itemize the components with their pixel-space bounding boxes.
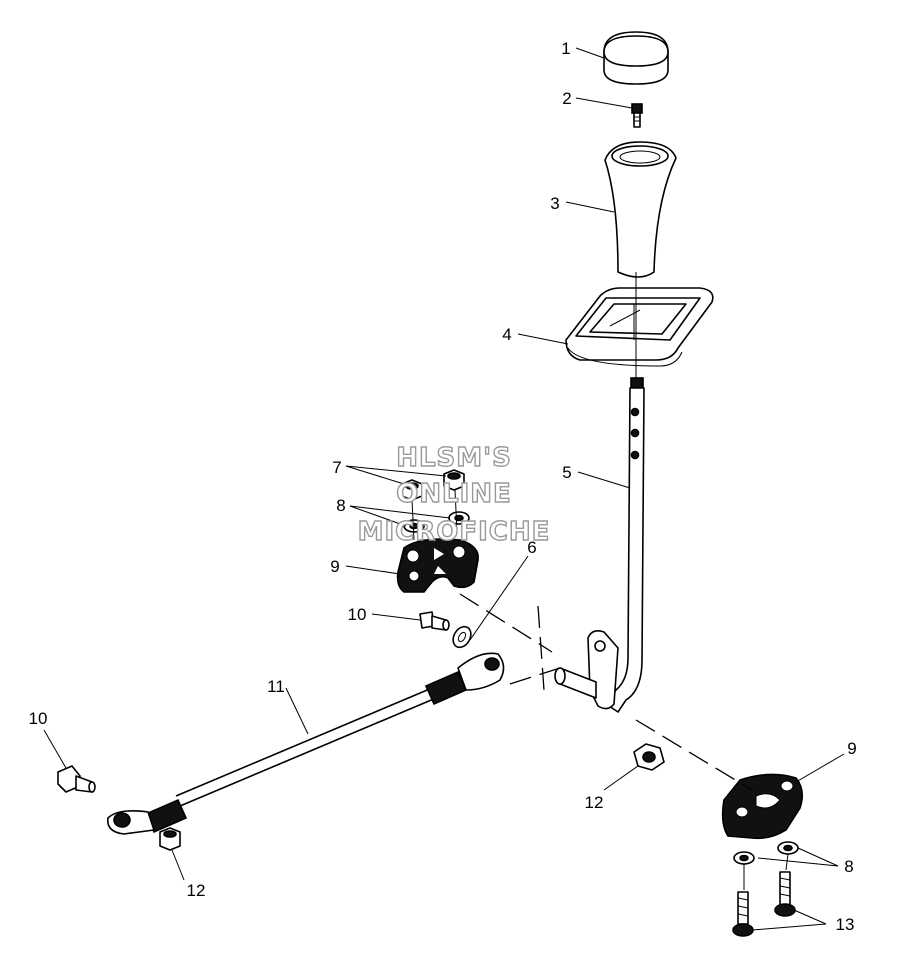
mounting-block-lower bbox=[721, 773, 804, 840]
screw-left bbox=[732, 891, 754, 937]
assembly-lines bbox=[411, 489, 789, 890]
callout-7: 7 bbox=[332, 458, 341, 477]
callout-labels: 1 2 3 4 5 6 7 8 9 10 11 10 12 12 9 8 13 bbox=[29, 39, 857, 934]
watermark-line-3: MICROFICHE bbox=[358, 517, 551, 547]
callout-5: 5 bbox=[562, 463, 571, 482]
bolt-upper bbox=[419, 611, 450, 631]
lock-nut-right bbox=[633, 743, 665, 771]
washer-left bbox=[403, 519, 425, 533]
callout-9-lower: 9 bbox=[847, 739, 856, 758]
knob-cap bbox=[603, 31, 669, 85]
set-screw bbox=[631, 103, 643, 128]
callout-6: 6 bbox=[527, 538, 536, 557]
shift-boot bbox=[565, 287, 714, 367]
callout-4: 4 bbox=[502, 325, 511, 344]
mounting-block-upper bbox=[396, 538, 479, 593]
callout-8-upper: 8 bbox=[336, 496, 345, 515]
callout-12-right: 12 bbox=[585, 793, 604, 812]
washer-lower-left bbox=[733, 851, 755, 865]
leader-lines bbox=[43, 47, 845, 931]
callout-2: 2 bbox=[562, 89, 571, 108]
washer-lower-right bbox=[777, 841, 799, 855]
linkage-rod bbox=[107, 652, 505, 835]
callout-10-upper: 10 bbox=[348, 605, 367, 624]
watermark-line-1: HLSM'S bbox=[396, 443, 512, 473]
washer-right bbox=[448, 511, 470, 525]
nut-left bbox=[401, 479, 423, 501]
callout-3: 3 bbox=[550, 194, 559, 213]
callout-11: 11 bbox=[267, 677, 285, 696]
callout-8-lower: 8 bbox=[844, 857, 853, 876]
screw-right bbox=[774, 871, 796, 917]
callout-9-upper: 9 bbox=[330, 557, 339, 576]
callout-13: 13 bbox=[836, 915, 855, 934]
callout-1: 1 bbox=[561, 39, 570, 58]
callout-10-lower: 10 bbox=[29, 709, 48, 728]
lock-nut-left bbox=[159, 827, 181, 851]
flat-washer bbox=[452, 625, 472, 649]
callout-12-left: 12 bbox=[187, 881, 206, 900]
shift-lever bbox=[554, 272, 645, 713]
watermark-line-2: ONLINE bbox=[396, 479, 512, 509]
nut-right bbox=[443, 469, 465, 491]
watermark: HLSM'S ONLINE MICROFICHE bbox=[357, 442, 551, 547]
shift-grip bbox=[604, 141, 677, 278]
bolt-lower bbox=[57, 765, 96, 793]
